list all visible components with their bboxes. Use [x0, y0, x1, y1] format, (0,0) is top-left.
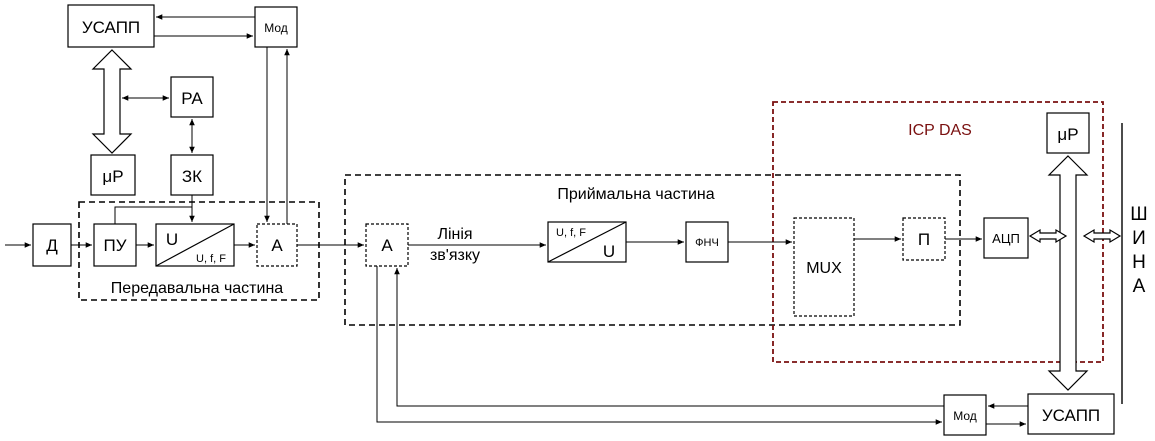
converter-rx-input-label: U, f, F	[556, 227, 586, 239]
pu-block: ПУ	[93, 223, 137, 267]
usapp-bottom-label: УСАПП	[1042, 406, 1100, 425]
connections	[5, 14, 1028, 427]
pu-label: ПУ	[103, 236, 126, 255]
p-block: П	[902, 217, 946, 261]
icp-das-label: ICP DAS	[908, 122, 972, 139]
converter-tx-block: U U, f, F	[155, 223, 235, 267]
link-label-line2: зв'язку	[430, 247, 480, 264]
tx-part-label: Передавальна частина	[111, 280, 283, 297]
a-tx-block: А	[256, 223, 298, 267]
mup-right-block: μР	[1046, 112, 1090, 154]
ra-label: РА	[181, 89, 203, 108]
d-block: Д	[32, 223, 72, 267]
p-label: П	[918, 230, 930, 249]
wide-arrow-bus-link	[1082, 228, 1122, 244]
mod-bottom-block: Мод	[943, 394, 987, 436]
usapp-bottom-block: УСАПП	[1027, 393, 1115, 435]
converter-rx-output-label: U	[603, 242, 615, 261]
icp-das-frame	[772, 101, 1104, 363]
a-tx-label: А	[271, 236, 283, 255]
mup-right-label: μР	[1057, 125, 1078, 144]
bus-letter-2: И	[1132, 228, 1146, 249]
converter-rx-block: U, f, F U	[547, 221, 627, 263]
zk-block: ЗК	[170, 154, 214, 196]
d-label: Д	[46, 236, 58, 255]
mux-block: MUX	[793, 217, 855, 317]
mup-left-label: μР	[102, 167, 123, 186]
mod-top-label: Мод	[264, 21, 288, 35]
adc-label: АЦП	[992, 231, 1020, 246]
bus-letter-4: А	[1133, 276, 1146, 297]
rx-part-label: Приймальна частина	[557, 186, 714, 203]
usapp-top-block: УСАПП	[67, 4, 155, 48]
mux-label: MUX	[806, 260, 842, 277]
rx-part-frame	[344, 174, 961, 326]
bus-letter-1: Ш	[1130, 204, 1147, 225]
usapp-top-label: УСАПП	[82, 18, 140, 37]
adc-block: АЦП	[983, 217, 1029, 259]
mod-bottom-label: Мод	[953, 409, 977, 423]
mod-top-block: Мод	[254, 6, 298, 48]
a-rx-label: А	[381, 236, 393, 255]
fnch-label: ФНЧ	[695, 237, 719, 249]
wide-arrow-mup-usapp-right	[1047, 155, 1089, 391]
ra-block: РА	[170, 76, 214, 118]
converter-tx-input-label: U	[166, 230, 178, 249]
mup-left-block: μР	[90, 154, 136, 196]
wide-arrow-usapp-mup-left	[91, 49, 133, 154]
zk-label: ЗК	[182, 167, 202, 186]
fnch-block: ФНЧ	[685, 221, 729, 263]
a-rx-block: А	[365, 223, 409, 267]
bus-letter-3: Н	[1132, 252, 1146, 273]
tx-part-frame	[78, 201, 320, 301]
link-label-line1: Лінія	[437, 226, 472, 243]
wide-arrow-adc-bus	[1028, 228, 1068, 244]
converter-tx-output-label: U, f, F	[196, 253, 226, 265]
